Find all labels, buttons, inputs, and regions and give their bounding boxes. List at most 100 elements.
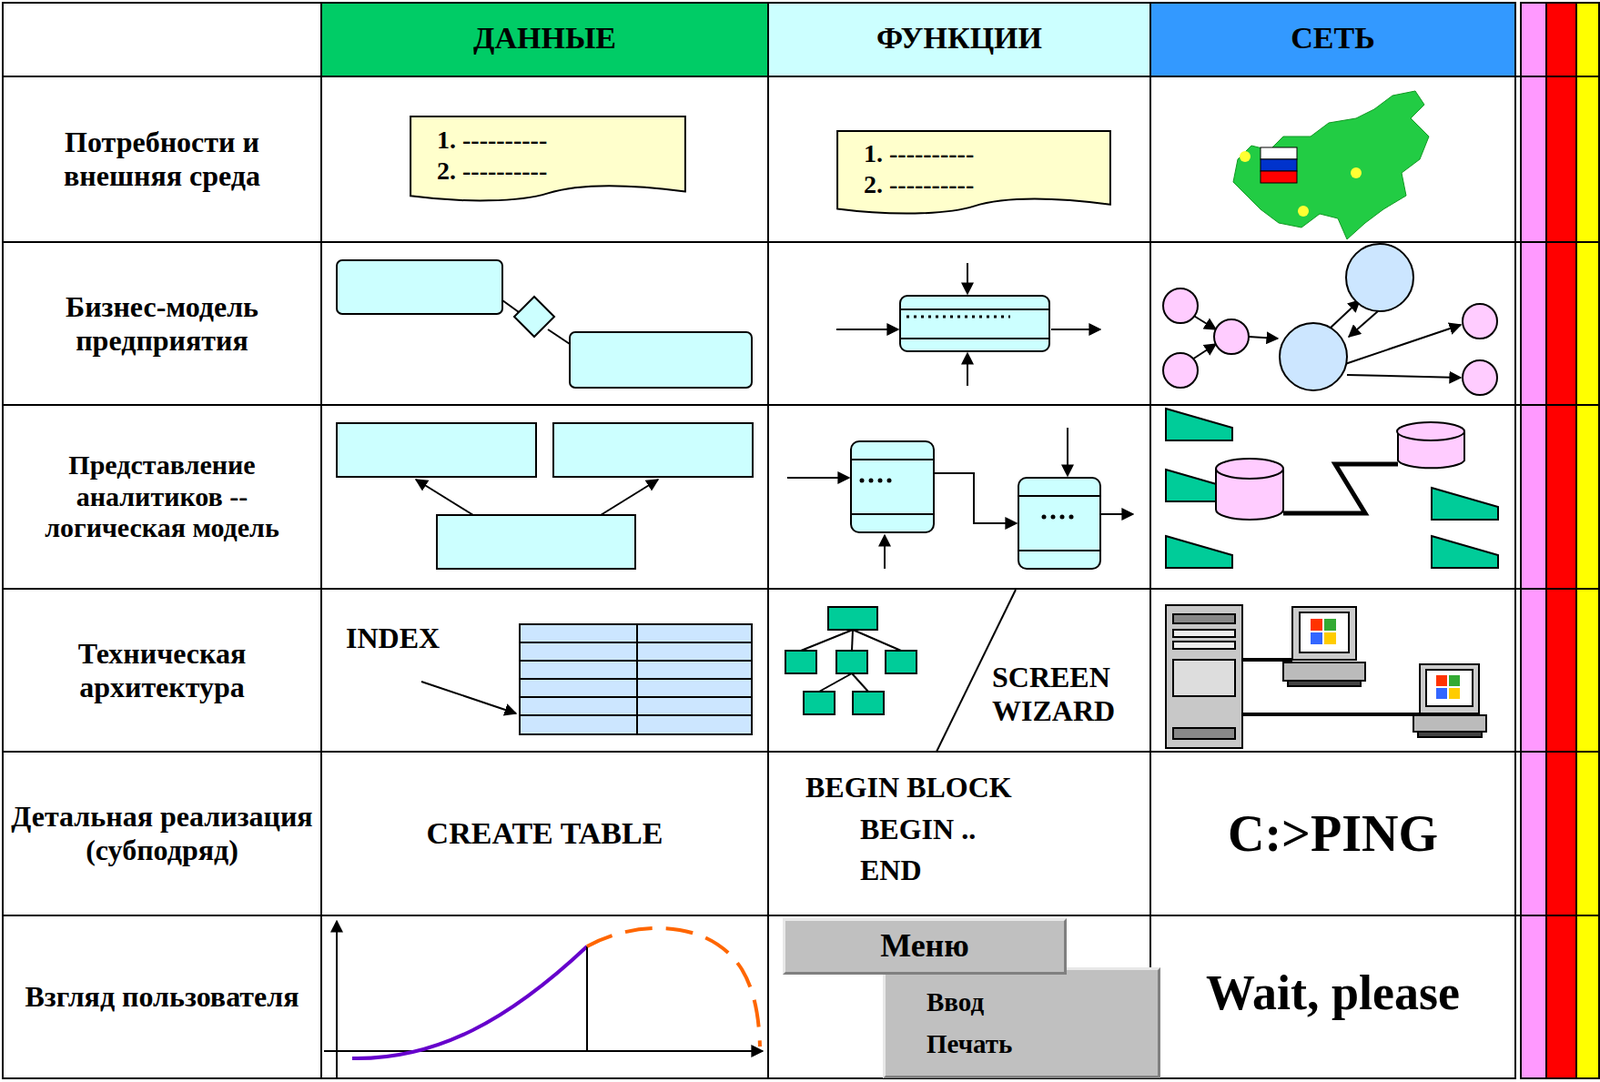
module-tree-part [851, 629, 853, 651]
side-stripes-part [1546, 2, 1577, 1079]
client-server-part [1173, 629, 1236, 638]
column-header-cell: ФУНКЦИИ [768, 0, 1151, 77]
menu-panel: ВводПечать [882, 967, 1161, 1079]
header-fill-part [1150, 2, 1516, 77]
menu-item: Меню [880, 926, 970, 966]
er-model-part [569, 332, 752, 388]
dataflow-model-part-part [887, 478, 892, 484]
table-grid-part [2, 914, 1600, 917]
header-fill-part [321, 2, 769, 77]
index-table-part [519, 659, 752, 662]
distributed-net-part-part [1215, 458, 1284, 479]
lifecycle-chart-part [335, 921, 338, 1079]
code-text: CREATE TABLE [426, 815, 664, 851]
code-text: END [860, 853, 922, 888]
distributed-net-part-part [1431, 536, 1499, 568]
row-header-cell: Техническая архитектура [9, 588, 315, 752]
dataflow-model [787, 427, 1134, 569]
index-table [421, 624, 752, 735]
table-grid-part [2, 750, 1600, 753]
process-model-part [1051, 328, 1101, 331]
index-table-part [519, 696, 752, 699]
dataflow-model-part [850, 458, 934, 461]
module-tree-part-part [828, 607, 878, 630]
dataflow-model-part [787, 476, 850, 479]
network-graph-part [1214, 319, 1249, 355]
side-stripes-part [1576, 2, 1600, 1079]
tool-label-cell: SCREEN WIZARD [992, 650, 1147, 738]
row-header: Бизнес-модель предприятия [9, 290, 315, 358]
client-server-part [1173, 728, 1236, 740]
network-graph-part [1192, 344, 1216, 360]
menu-item: Печать [926, 1022, 1158, 1065]
client-server-part [1299, 612, 1349, 653]
table-grid-part [2, 75, 1600, 78]
er-model-part [502, 300, 519, 313]
process-model-part [906, 315, 1011, 319]
module-tree [785, 589, 1016, 752]
index-table-part [519, 624, 752, 735]
client-server-part [1165, 605, 1243, 749]
side-stripes [1520, 2, 1600, 1079]
distributed-net-part-part [1165, 408, 1233, 441]
russia-map-part [1350, 167, 1362, 179]
dataflow-model-part [1100, 513, 1134, 516]
distributed-net-part [1165, 408, 1499, 568]
column-header: ДАННЫЕ [473, 20, 617, 56]
dataflow-model-part [1018, 477, 1101, 569]
note-line: 2. ---------- [436, 155, 689, 187]
russia-map-part [1260, 159, 1297, 172]
client-server-part [1242, 712, 1420, 717]
network-graph-part [1279, 323, 1347, 391]
russia-map [1233, 91, 1429, 240]
note-box: 1. ----------2. ---------- [834, 130, 1114, 217]
row-header-cell: Представление аналитиков -- логическая м… [9, 405, 315, 589]
header-fill-part [768, 2, 1151, 77]
network-graph-part [1348, 311, 1378, 337]
network-graph-part [1462, 303, 1498, 339]
process-model-part [900, 295, 1050, 352]
table-grid-part [767, 2, 770, 1079]
module-tree-part-part [836, 650, 868, 674]
network-graph-part [1163, 353, 1198, 388]
client-server-part [1173, 614, 1236, 624]
er-model [336, 260, 752, 388]
column-header-cell: СЕТЬ [1150, 0, 1516, 77]
network-graph-part [1192, 314, 1216, 330]
dataflow-model-part-part [1060, 515, 1065, 520]
logical-data-model-part [336, 423, 537, 477]
client-server-part [1173, 641, 1236, 649]
row-header: Представление аналитиков -- логическая м… [9, 449, 315, 545]
row-header: Техническая архитектура [9, 637, 315, 705]
dataflow-model-part [1066, 427, 1069, 476]
lifecycle-chart [324, 921, 763, 1079]
client-server-part [1419, 664, 1479, 714]
row-header: Взгляд пользователя [25, 980, 300, 1014]
client-server-part [1283, 662, 1366, 681]
row-header-cell: Потребности и внешняя среда [9, 76, 315, 243]
client-server-part [1448, 675, 1460, 687]
client-server-part [1242, 658, 1293, 662]
russia-map-part [1260, 171, 1297, 183]
client-server-part [1310, 632, 1323, 645]
lifecycle-chart-part [586, 946, 588, 1052]
process-model-part [836, 328, 899, 331]
side-stripes-part [1520, 2, 1547, 1079]
logical-data-model [336, 423, 753, 569]
dataflow-model-part [883, 535, 886, 569]
table-grid-part [2, 2, 1516, 1079]
module-tree-part [819, 673, 852, 692]
logical-data-model-part [415, 479, 474, 516]
module-tree-part [785, 607, 917, 715]
logical-data-model-part [600, 479, 659, 516]
lifecycle-chart-part [587, 928, 760, 1047]
index-table-part [519, 641, 752, 644]
dataflow-model-part [1018, 549, 1101, 552]
dataflow-model-part-part [1051, 515, 1056, 520]
dataflow-model-part [1018, 495, 1101, 497]
module-tree-part-part [785, 650, 817, 674]
network-graph-part [1346, 374, 1461, 378]
distributed-net-part [1215, 422, 1465, 520]
client-server-part [1436, 675, 1448, 687]
